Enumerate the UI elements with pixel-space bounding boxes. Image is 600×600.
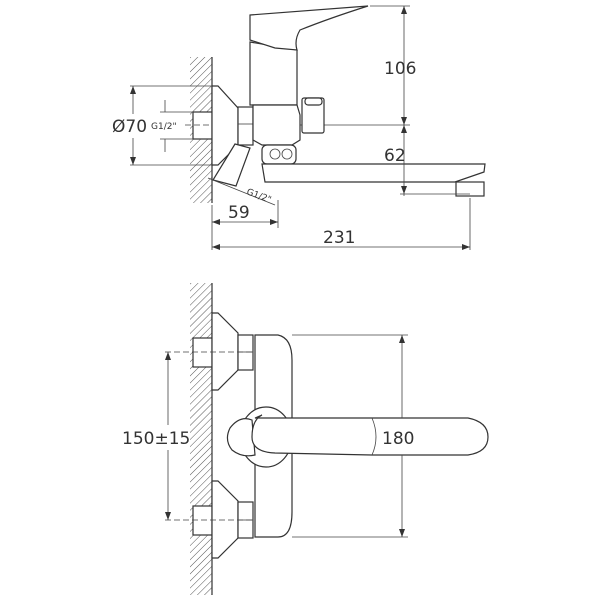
front-view: 150±15 180 xyxy=(122,283,489,595)
inlet-stub xyxy=(192,111,213,140)
lower-escutcheon xyxy=(211,480,239,559)
aerator xyxy=(455,181,485,197)
upper-escutcheon xyxy=(211,312,239,391)
dim-escutcheon-label: Ø70 xyxy=(112,117,147,137)
side-view: 106 62 Ø70 G1/2" G1/2" 59 231 xyxy=(112,5,486,250)
spout-connector xyxy=(261,144,297,165)
dim-spout-drop-label: 62 xyxy=(384,146,406,166)
diverter-body xyxy=(252,104,301,146)
upper-nut xyxy=(237,334,254,371)
inlet-thread-label: G1/2" xyxy=(151,122,177,132)
spout xyxy=(261,163,486,183)
dim-body-offset-label: 59 xyxy=(228,203,250,223)
nut xyxy=(237,106,254,146)
shower-outlet xyxy=(212,143,251,187)
dim-total-length-label: 231 xyxy=(323,228,355,248)
mixer-body xyxy=(249,41,298,106)
dim-inlet-spacing-label: 150±15 xyxy=(122,429,190,449)
lever-handle xyxy=(226,418,256,457)
dim-body-height-label: 180 xyxy=(382,429,414,449)
dim-height-label: 106 xyxy=(384,59,416,79)
wall-hatch xyxy=(190,283,212,595)
lever-handle xyxy=(249,5,369,51)
